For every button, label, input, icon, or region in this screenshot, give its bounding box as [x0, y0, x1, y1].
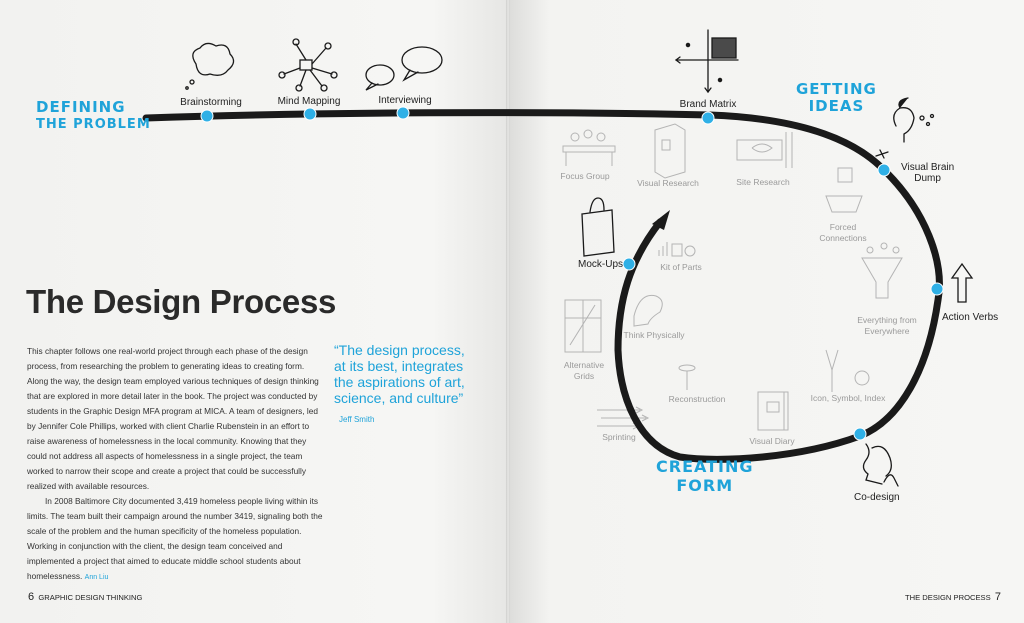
pull-quote-author: Jeff Smith: [339, 415, 375, 424]
action-verbs-icon: [950, 262, 974, 303]
visual-diary-sketch: [757, 391, 789, 431]
shopping-bag-icon: [581, 197, 615, 257]
site-research-sketch: [736, 132, 793, 168]
pull-quote: “The design process, at its best, integr…: [334, 342, 465, 406]
left-page: [0, 0, 508, 623]
timeline-arrowhead: [652, 210, 670, 230]
ghost-label-focus-group: Focus Group: [560, 171, 610, 181]
phase-label-getting-line1: GETTING: [796, 80, 877, 98]
thought-cloud-icon: [185, 42, 235, 90]
folio-right-number: 7: [994, 591, 1002, 603]
ghost-label-everything-line2: Everywhere: [864, 326, 910, 336]
focus-group-sketch: [562, 129, 616, 166]
ghost-label-think-physically: Think Physically: [623, 330, 685, 340]
ghost-label-forced-line2: Connections: [819, 233, 867, 243]
milestone-dot-action-verbs: [930, 282, 944, 296]
milestone-dot-visual-brain-dump: [877, 163, 891, 177]
ghost-sketches: [562, 123, 903, 431]
ghost-label-visual-research: Visual Research: [637, 178, 699, 188]
alternative-grids-sketch: [564, 299, 602, 353]
mind-map-icon: [278, 38, 338, 92]
co-design-icon: [862, 443, 899, 487]
folio-right-title: THE DESIGN PROCESS: [905, 593, 991, 602]
page-title: The Design Process: [26, 283, 337, 320]
body-paragraph-2: In 2008 Baltimore City documented 3,419 …: [27, 494, 325, 585]
phase-label-getting-line2: IDEAS: [808, 97, 865, 115]
funnel-sketch: [861, 242, 903, 299]
ghost-label-alternative-line1: Alternative: [563, 360, 605, 370]
stage-label-brainstorming: Brainstorming: [180, 97, 242, 108]
phase-label-defining-line2: THE PROBLEM: [36, 117, 151, 132]
ghost-label-reconstruction: Reconstruction: [668, 394, 726, 404]
forced-connections-sketch: [825, 167, 863, 213]
body-paragraph-1: This chapter follows one real-world proj…: [27, 346, 319, 491]
phase-label-creating-line1: CREATING: [656, 457, 754, 476]
stage-label-mock-ups: Mock-Ups: [578, 259, 624, 270]
milestone-dot-brainstorming: [200, 109, 214, 123]
ghost-label-forced-connections: Forced Connections: [819, 222, 866, 244]
body-text: This chapter follows one real-world proj…: [27, 344, 325, 585]
phase-label-defining: DEFINING THE PROBLEM: [36, 98, 151, 132]
timeline-line: [142, 109, 943, 463]
reconstruction-sketch: [678, 364, 696, 390]
milestone-dot-co-design: [853, 427, 867, 441]
brain-dump-icon: [875, 97, 935, 159]
speech-bubbles-icon: [365, 46, 443, 91]
stage-label-action-verbs: Action Verbs: [942, 312, 999, 323]
milestone-dot-mock-ups: [622, 257, 636, 271]
book-spine: [506, 0, 510, 623]
icon-symbol-sketch: [825, 349, 870, 392]
brand-matrix-icon: [674, 29, 739, 94]
milestone-dots: [200, 106, 944, 441]
folio-left-number: 6: [28, 591, 35, 603]
stage-label-brand-matrix: Brand Matrix: [679, 99, 737, 110]
stage-label-co-design: Co-design: [854, 492, 900, 503]
ghost-label-visual-diary: Visual Diary: [749, 436, 795, 446]
think-physically-sketch: [633, 294, 663, 327]
milestone-dot-brand-matrix: [701, 111, 715, 125]
visual-research-sketch: [654, 123, 686, 179]
phase-label-defining-line1: DEFINING: [36, 98, 126, 116]
kit-of-parts-sketch: [658, 242, 696, 257]
ghost-label-everything-from-everywhere: Everything from Everywhere: [857, 315, 917, 337]
ghost-label-site-research: Site Research: [736, 177, 790, 187]
stage-label-visual-brain-dump: Visual Brain Dump: [901, 162, 954, 184]
folio-left-title: GRAPHIC DESIGN THINKING: [38, 593, 143, 602]
body-paragraph-2-text: In 2008 Baltimore City documented 3,419 …: [27, 496, 323, 581]
stage-label-mind-mapping: Mind Mapping: [277, 96, 341, 107]
stage-label-visual-brain-dump-line2: Dump: [914, 173, 941, 184]
photo-credit: Ann Liu: [84, 574, 109, 581]
milestone-dot-mind-mapping: [303, 107, 317, 121]
phase-label-getting-ideas: GETTING IDEAS: [796, 82, 877, 114]
ghost-label-forced-line1: Forced: [829, 222, 857, 232]
ghost-label-sprinting: Sprinting: [602, 432, 636, 442]
folio-right: THE DESIGN PROCESS 7: [905, 591, 1001, 603]
stage-label-visual-brain-dump-line1: Visual Brain: [901, 162, 955, 173]
folio-left: 6 GRAPHIC DESIGN THINKING: [28, 591, 142, 603]
ghost-label-alternative-grids: Alternative Grids: [564, 360, 604, 382]
phase-label-creating-line2: FORM: [676, 476, 734, 495]
ghost-label-alternative-line2: Grids: [573, 371, 595, 381]
ghost-label-icon-symbol-index: Icon, Symbol, Index: [810, 393, 886, 403]
stage-label-interviewing: Interviewing: [378, 95, 432, 106]
phase-label-creating-form: CREATING FORM: [656, 459, 754, 494]
ghost-label-everything-line1: Everything from: [857, 315, 917, 325]
ghost-label-kit-of-parts: Kit of Parts: [660, 262, 702, 272]
milestone-dot-interviewing: [396, 106, 410, 120]
